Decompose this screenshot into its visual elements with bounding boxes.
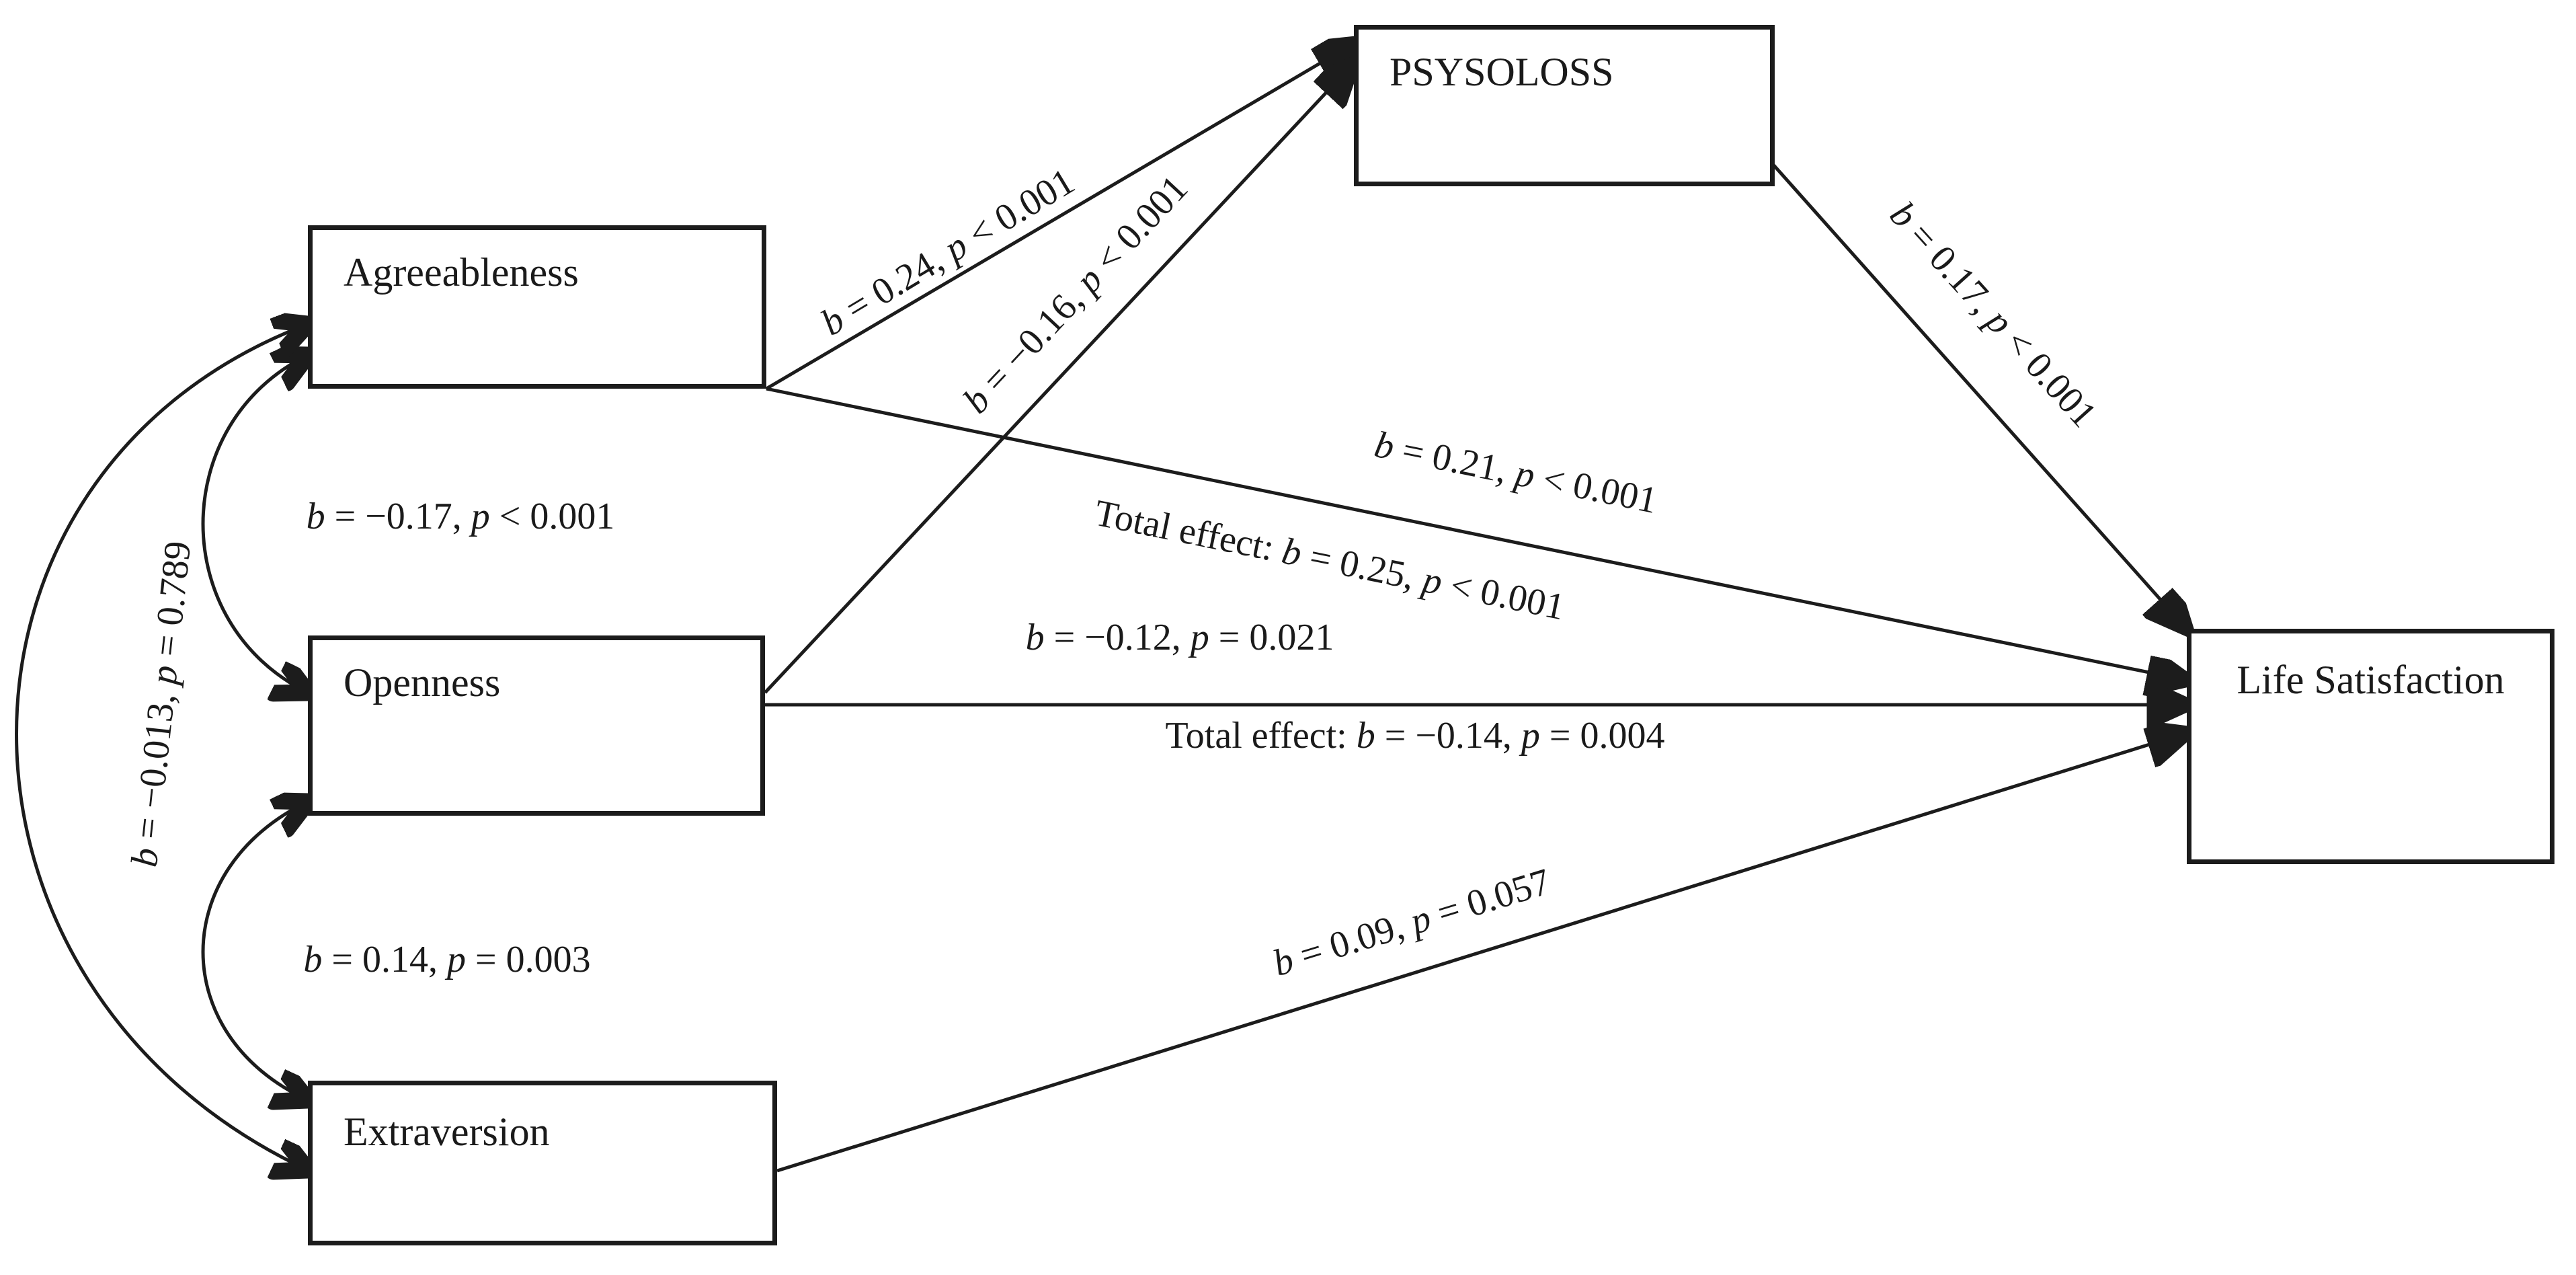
edge-agreeableness-to-psysoloss [765,46,1350,391]
covariance-label-agreeableness-openness: b = −0.17, p < 0.001 [306,496,615,537]
covariance-label-openness-extraversion: b = 0.14, p = 0.003 [303,939,591,980]
covariance-openness-extraversion-curve [201,802,308,1100]
node-extraversion-label: Extraversion [344,1110,550,1154]
node-psysoloss: PSYSOLOSS [1354,25,1775,186]
node-psysoloss-label: PSYSOLOSS [1390,50,1614,94]
covariance-agreeableness-openness-curve [201,355,308,693]
node-openness: Openness [308,635,765,816]
node-extraversion: Extraversion [308,1081,777,1245]
edge-agreeableness-to-life-satisfaction [766,387,2182,679]
edge-psysoloss-to-life-satisfaction [1772,163,2183,625]
edge-extraversion-to-life-satisfaction [776,734,2182,1173]
edge-label-openness-life-satisfaction-total: Total effect: b = −0.14, p = 0.004 [1165,715,1665,757]
edge-label-openness-life-satisfaction-direct: b = −0.12, p = 0.021 [1025,617,1334,658]
covariance-agreeableness-extraversion-curve [15,324,309,1170]
edge-openness-to-psysoloss [764,67,1350,694]
node-agreeableness-label: Agreeableness [344,250,579,295]
node-life-satisfaction-label: Life Satisfaction [2237,658,2505,702]
node-life-satisfaction: Life Satisfaction [2187,629,2554,864]
node-openness-label: Openness [344,660,501,705]
node-agreeableness: Agreeableness [308,225,766,389]
